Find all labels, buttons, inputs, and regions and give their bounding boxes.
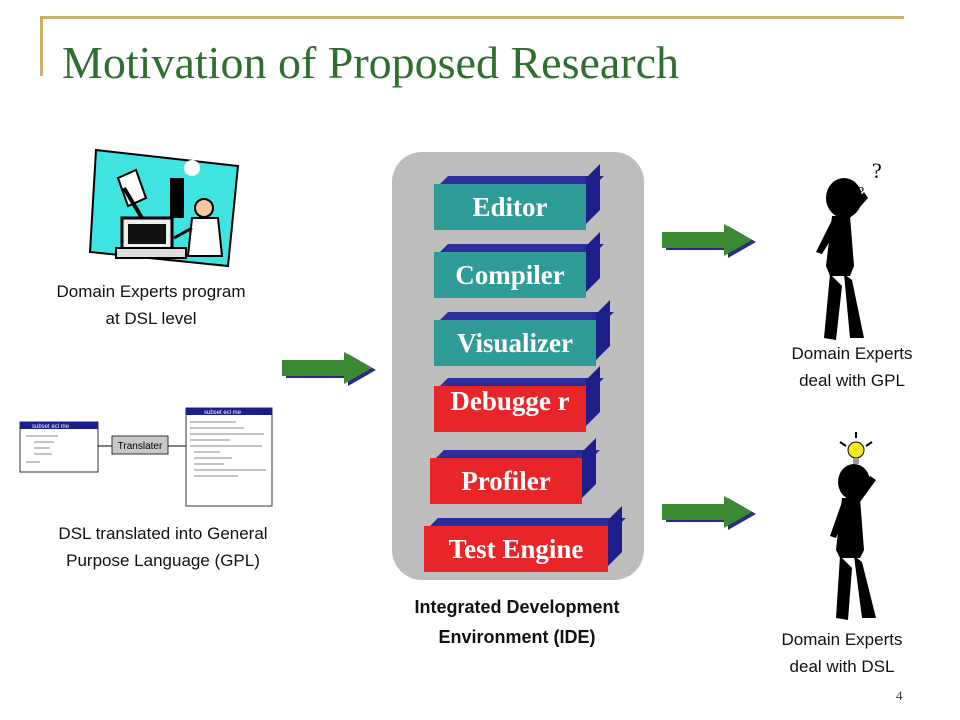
arrow-to-dsl: [662, 496, 756, 530]
compiler-box: Compiler: [434, 252, 586, 298]
frame-top-line: [40, 16, 904, 19]
profiler-box: Profiler: [430, 458, 582, 504]
page-number: 4: [896, 688, 903, 703]
idea-person-icon: [830, 432, 876, 620]
arrow-into-ide: [282, 352, 376, 386]
caption-deal-gpl: Domain Experts deal with GPL: [791, 344, 913, 390]
left-window-title: subset ecl me: [32, 424, 70, 430]
editor-box: Editor: [434, 184, 586, 230]
caption-deal-dsl: Domain Experts deal with DSL: [781, 630, 903, 676]
translator-diagram: subset ecl me Translater subset ecl me: [19, 407, 273, 507]
frame-left-line: [40, 16, 43, 76]
confused-person-icon: ? ?: [816, 158, 882, 340]
translator-label: Translater: [118, 441, 163, 452]
slide-title: Motivation of Proposed Research: [62, 37, 680, 88]
test-engine-box: Test Engine: [424, 526, 608, 572]
visualizer-box: Visualizer: [434, 320, 596, 366]
caption-domain-experts-program: Domain Experts program at DSL level: [56, 282, 246, 328]
svg-text:?: ?: [872, 158, 882, 183]
debugger-box: Debugge r: [434, 386, 586, 432]
caption-dsl-translated: DSL translated into General Purpose Lang…: [58, 524, 268, 570]
arrow-to-gpl: [662, 224, 756, 258]
caption-ide: Integrated Development Environment (IDE): [414, 597, 620, 647]
scientist-computer-icon: [88, 148, 240, 268]
right-window-title: subset ecl me: [204, 410, 242, 416]
